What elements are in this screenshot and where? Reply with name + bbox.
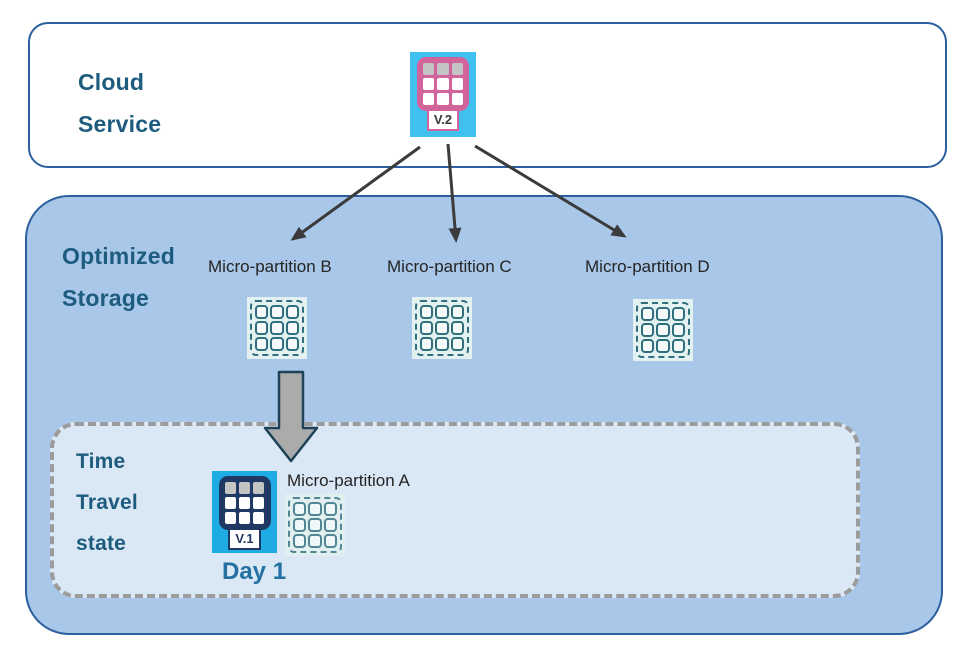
grid-cell — [285, 305, 299, 319]
grid-cell — [451, 78, 463, 90]
version-badge-v1: V.1 — [228, 528, 261, 550]
grid-cell — [270, 321, 284, 335]
grid-cell — [420, 321, 434, 335]
dashed-grid-icon — [288, 497, 342, 553]
grid-cell — [253, 512, 265, 524]
grid-cell — [450, 337, 464, 351]
grid-cell — [450, 321, 464, 335]
cloud-service-label: Cloud Service — [78, 69, 162, 137]
grid-cell — [420, 305, 434, 319]
grid-cell — [420, 337, 434, 351]
micro-partition-b-icon — [247, 297, 307, 359]
micro-partition-d-label: Micro-partition D — [585, 257, 710, 276]
grid-cell — [253, 482, 265, 494]
grid-cell — [323, 534, 337, 548]
table-v1-icon: V.1 — [212, 471, 277, 553]
grid-cell — [423, 93, 435, 105]
grid-cell — [450, 305, 464, 319]
grid-cell — [224, 497, 236, 509]
grid-cell — [293, 518, 307, 532]
grid-cell — [253, 497, 265, 509]
grid-cell — [270, 305, 284, 319]
time-travel-label: Time Travel state — [76, 450, 138, 555]
grid-cell — [437, 93, 449, 105]
grid-cell — [451, 63, 463, 75]
grid-cell — [435, 305, 449, 319]
grid-cell — [285, 337, 299, 351]
cloud-service-panel: Cloud Service — [28, 22, 947, 168]
time-travel-panel — [50, 422, 860, 598]
grid-cell — [224, 512, 236, 524]
grid-cell — [308, 534, 322, 548]
grid-cell — [435, 337, 449, 351]
grid-cell — [451, 93, 463, 105]
grid-cell — [323, 518, 337, 532]
grid-cell — [238, 512, 251, 524]
grid-cell — [437, 78, 449, 90]
grid-cell — [255, 321, 269, 335]
optimized-storage-label: Optimized Storage — [62, 243, 175, 311]
micro-partition-c-icon — [412, 297, 472, 359]
grid-cell — [270, 337, 284, 351]
grid-cell — [255, 305, 269, 319]
grid-cell — [437, 63, 449, 75]
grid-cell — [285, 321, 299, 335]
grid-cell — [238, 482, 251, 494]
grid-cell — [656, 307, 670, 321]
micro-partition-d-icon — [633, 299, 693, 361]
grid-cell — [224, 482, 236, 494]
micro-partition-b-label: Micro-partition B — [208, 257, 332, 276]
grid-cell — [423, 63, 435, 75]
grid-cell — [671, 323, 685, 337]
grid-cell — [656, 339, 670, 353]
table-grid-icon — [417, 57, 469, 111]
grid-cell — [308, 502, 322, 516]
micro-partition-c-label: Micro-partition C — [387, 257, 512, 276]
grid-cell — [293, 502, 307, 516]
grid-cell — [308, 518, 322, 532]
grid-cell — [671, 339, 685, 353]
grid-cell — [423, 78, 435, 90]
day-1-label: Day 1 — [222, 558, 287, 585]
table-grid-icon — [218, 476, 271, 530]
grid-cell — [293, 534, 307, 548]
grid-cell — [435, 321, 449, 335]
grid-cell — [641, 339, 655, 353]
grid-cell — [641, 307, 655, 321]
grid-cell — [238, 497, 251, 509]
grid-cell — [641, 323, 655, 337]
grid-cell — [656, 323, 670, 337]
dashed-grid-icon — [636, 302, 690, 358]
version-badge-v2: V.2 — [426, 109, 460, 131]
micro-partition-a-label: Micro-partition A — [287, 471, 410, 490]
grid-cell — [323, 502, 337, 516]
grid-cell — [671, 307, 685, 321]
table-v2-icon: V.2 — [410, 52, 476, 137]
grid-cell — [255, 337, 269, 351]
micro-partition-a-icon — [285, 494, 345, 556]
dashed-grid-icon — [250, 300, 304, 356]
dashed-grid-icon — [415, 300, 469, 356]
